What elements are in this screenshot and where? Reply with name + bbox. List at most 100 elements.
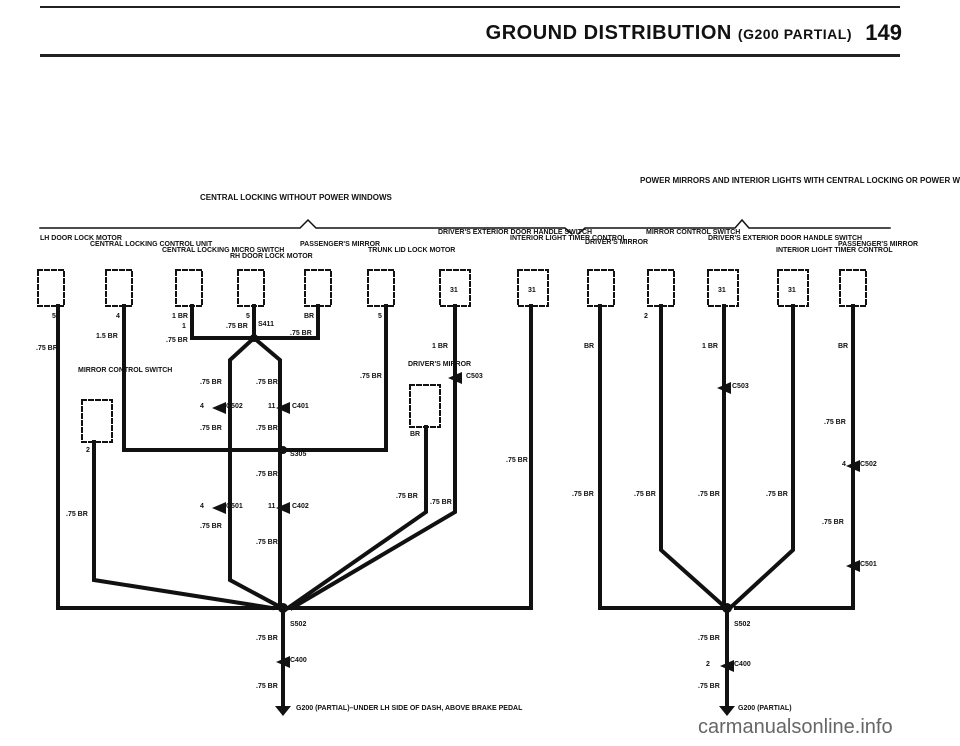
lbl-r-drv-ext: DRIVER'S EXTERIOR DOOR HANDLE SWITCH [708, 235, 862, 242]
page-number: 149 [865, 20, 902, 45]
pin-c402-11: 11 [268, 503, 276, 510]
left-group-bracket [39, 218, 574, 236]
lbl-r-int-light: INTERIOR LIGHT TIMER CONTROL [776, 247, 893, 254]
w-r-drv: 1 BR [702, 343, 718, 350]
ground-right-label: G200 (PARTIAL) [738, 705, 792, 712]
wire-r-mirror-ctl [659, 304, 729, 611]
pin-r-drv-31: 31 [718, 287, 726, 294]
w-drv2: .75 BR [430, 499, 452, 506]
lbl-cl-control: CENTRAL LOCKING CONTROL UNIT [90, 241, 213, 248]
lbl-mirror-ctl: MIRROR CONTROL SWITCH [78, 367, 172, 374]
ground-symbol-right [719, 706, 735, 716]
w-r-mc: .75 BR [634, 491, 656, 498]
pin-trunk-5: 5 [378, 313, 382, 320]
wire-drv-mirror [285, 425, 428, 611]
lbl-rh-door: RH DOOR LOCK MOTOR [230, 253, 313, 260]
w-dm: BR [410, 431, 420, 438]
r-conn-c501-label: C501 [860, 561, 877, 568]
lbl-pass-mirror: PASSENGER'S MIRROR [300, 241, 380, 248]
conn-c501-label: C501 [226, 503, 243, 510]
r-conn-c503-icon [717, 382, 731, 394]
w-r-pm3: .75 BR [822, 519, 844, 526]
pin-r-int-31: 31 [788, 287, 796, 294]
wire-control-trunk [122, 304, 388, 452]
r-pass-mirror-box [839, 269, 867, 307]
right-group-bracket [576, 218, 891, 236]
page-header: GROUND DISTRIBUTION (G200 PARTIAL) 149 [0, 0, 960, 60]
w-micro: 1 BR [172, 313, 188, 320]
ground-left-label: G200 (PARTIAL)–UNDER LH SIDE OF DASH, AB… [296, 705, 523, 712]
w-a1: .75 BR [200, 379, 222, 386]
title-subtitle: (G200 PARTIAL) [737, 26, 852, 42]
splice-s502-right [722, 603, 732, 613]
splice-s411-label: S411 [258, 321, 274, 328]
pin-rh-5: 5 [246, 313, 250, 320]
wire-mirror-ctl [92, 440, 275, 611]
w-r-il: .75 BR [766, 491, 788, 498]
trunk-lid-motor-box [367, 269, 395, 307]
left-group-label: CENTRAL LOCKING WITHOUT POWER WINDOWS [200, 193, 393, 202]
w-dm2: .75 BR [396, 493, 418, 500]
w-r-de: .75 BR [698, 491, 720, 498]
w-rh: .75 BR [226, 323, 248, 330]
lbl-r-pass-mirror: PASSENGER'S MIRROR [838, 241, 918, 248]
wire-r-drv-mirror [598, 304, 722, 610]
pin-c401-11: 11 [268, 403, 276, 410]
ground-symbol-left [275, 706, 291, 716]
w-r-gnd2: .75 BR [698, 683, 720, 690]
pin-int-31: 31 [528, 287, 536, 294]
pin-r-c502-4: 4 [842, 461, 846, 468]
wire-int-light [288, 304, 533, 610]
lbl-drv-mirror: DRIVER'S MIRROR [408, 361, 471, 368]
watermark: carmanualsonline.info [698, 716, 893, 738]
r-conn-c502-label: C502 [860, 461, 877, 468]
r-mirror-control-box [647, 269, 675, 307]
w-r-pm: BR [838, 343, 848, 350]
conn-c501-icon [212, 502, 226, 514]
splice-s502-left [278, 603, 288, 613]
pin-drv-31: 31 [450, 287, 458, 294]
r-conn-c502-icon [846, 460, 860, 472]
wire-r-int-light [727, 304, 795, 611]
cl-control-unit-box [105, 269, 133, 307]
w-gnd2: .75 BR [256, 683, 278, 690]
header-bottom-rule [40, 54, 900, 57]
conn-c503-label: C503 [466, 373, 483, 380]
conn-c400-icon [276, 656, 290, 668]
w-gnd1: .75 BR [256, 635, 278, 642]
conn-c502-icon [212, 402, 226, 414]
drivers-mirror-box [409, 384, 441, 428]
w-r-gnd1: .75 BR [698, 635, 720, 642]
w-r-pm2: .75 BR [824, 419, 846, 426]
w-drv: 1 BR [432, 343, 448, 350]
r-conn-c501-icon [846, 560, 860, 572]
lbl-trunk: TRUNK LID LOCK MOTOR [368, 247, 455, 254]
conn-c401-icon [276, 402, 290, 414]
splice-s502-label: S502 [290, 621, 306, 628]
conn-c401-label: C401 [292, 403, 309, 410]
w-a2: .75 BR [200, 425, 222, 432]
r-splice-s502-label: S502 [734, 621, 750, 628]
pin-ctl-4: 4 [116, 313, 120, 320]
rh-door-lock-motor-box [237, 269, 265, 307]
pin-micro-1: 1 [182, 323, 186, 330]
pin-lh-5: 5 [52, 313, 56, 320]
conn-c400-label: C400 [290, 657, 307, 664]
wire-branch-a [228, 335, 285, 611]
w-trunk: .75 BR [360, 373, 382, 380]
w-b3: .75 BR [256, 471, 278, 478]
pin-c502-4: 4 [200, 403, 204, 410]
lh-door-lock-motor-box [37, 269, 65, 307]
w-ctl: 1.5 BR [96, 333, 118, 340]
lbl-lh-door: LH DOOR LOCK MOTOR [40, 235, 122, 242]
r-conn-c503-label: C503 [732, 383, 749, 390]
w-r-dm: BR [584, 343, 594, 350]
w-pm2: .75 BR [290, 330, 312, 337]
wire-lh-door [56, 304, 284, 610]
w-b4: .75 BR [256, 539, 278, 546]
splice-s305 [279, 446, 287, 454]
wire-branch-b [251, 335, 282, 610]
r-drivers-mirror-box [587, 269, 615, 307]
r-conn-c400-label: C400 [734, 661, 751, 668]
